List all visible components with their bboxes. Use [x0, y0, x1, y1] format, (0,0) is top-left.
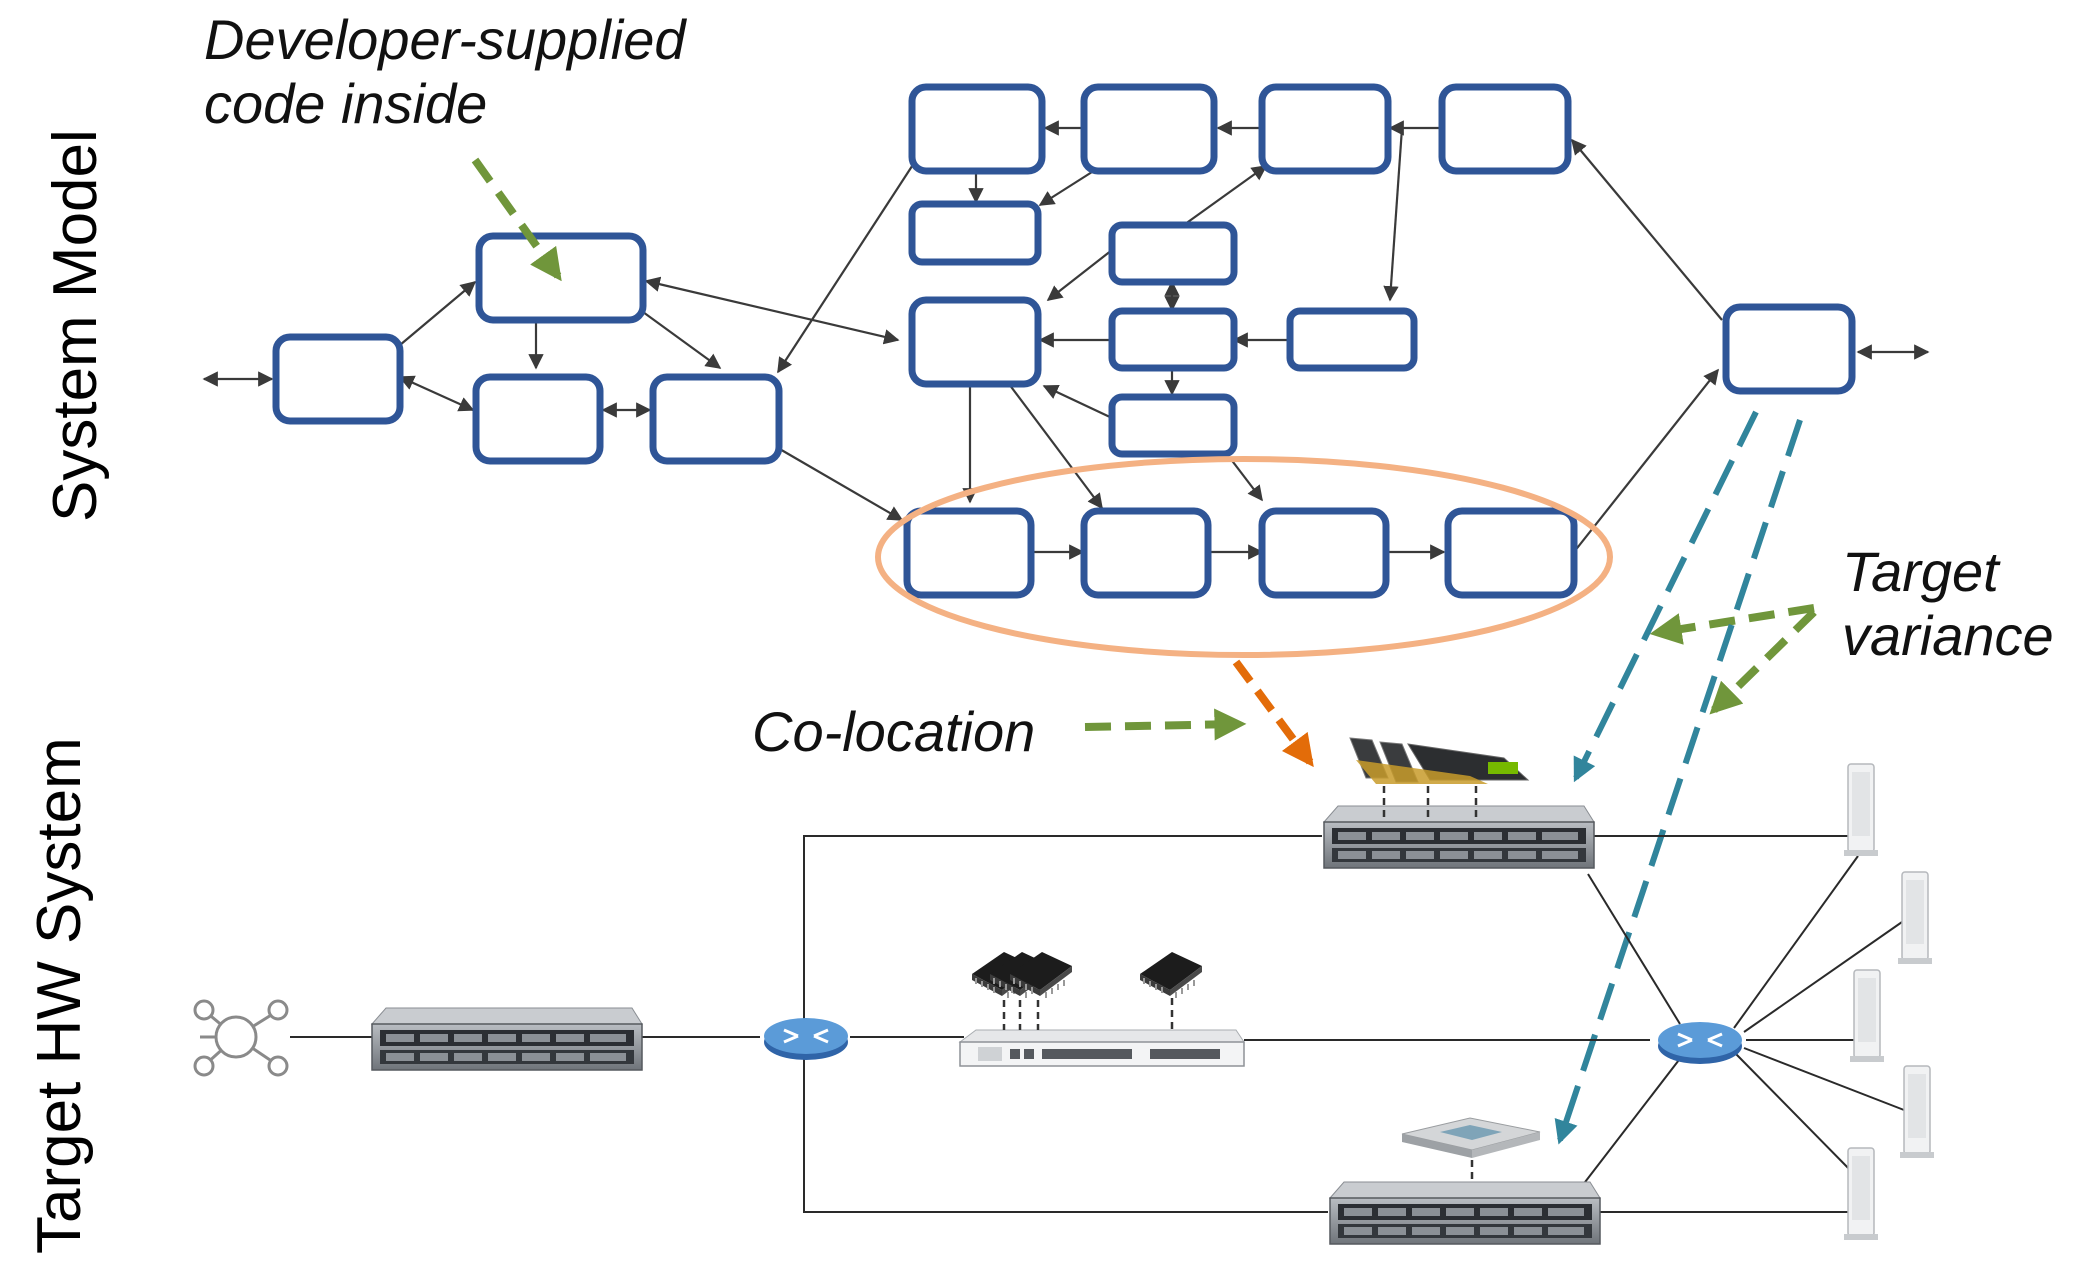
target-hw-system-label: Target HW System	[25, 737, 94, 1254]
target-variance-line2: variance	[1842, 604, 2054, 667]
developer-code-annotation: Developer-supplied code inside	[204, 8, 686, 136]
sensor-node-icon[interactable]	[1897, 871, 1933, 965]
component-node[interactable]	[1444, 507, 1578, 599]
edge	[777, 447, 904, 521]
rack-server-icon[interactable]	[371, 1007, 643, 1071]
component-node-small[interactable]	[1286, 307, 1418, 372]
edge	[1046, 249, 1113, 301]
component-node[interactable]	[1258, 83, 1392, 175]
component-node[interactable]	[1258, 507, 1390, 599]
router-icon[interactable]	[762, 1016, 850, 1062]
edge	[398, 375, 475, 412]
edge	[1383, 127, 1404, 302]
edge	[644, 276, 900, 345]
sensor-node-icon[interactable]	[1843, 763, 1879, 857]
target-variance-annotation: Target variance	[1842, 540, 2054, 668]
edge	[1042, 384, 1113, 419]
colocation-mapping-arrow	[1232, 659, 1314, 768]
system-model-graph	[202, 120, 1930, 560]
component-node[interactable]	[903, 507, 1035, 599]
system-model-label: System Model	[41, 129, 110, 522]
colocation-pointer-arrow	[1084, 708, 1247, 741]
fpga-chip-icon	[1401, 1117, 1541, 1180]
edge	[1173, 165, 1268, 233]
component-node[interactable]	[472, 373, 604, 465]
sensor-node-icon[interactable]	[1899, 1065, 1935, 1159]
network-switch-icon[interactable]	[958, 1029, 1245, 1067]
co-location-annotation: Co-location	[752, 700, 1036, 763]
hw-links	[290, 835, 1905, 1213]
gpu-card-icon	[1349, 737, 1530, 820]
component-node[interactable]	[649, 373, 783, 465]
component-node[interactable]	[475, 232, 647, 324]
target-variance-arrow-upper	[1649, 604, 1815, 645]
component-node[interactable]	[908, 296, 1042, 388]
router-icon[interactable]	[1656, 1020, 1744, 1066]
target-variance-line1: Target	[1842, 540, 1999, 603]
component-node[interactable]	[1080, 83, 1218, 175]
edge	[399, 281, 477, 346]
edge	[1573, 368, 1719, 553]
edge	[1229, 457, 1263, 502]
gpu-server-icon[interactable]	[1323, 805, 1595, 869]
fpga-server-icon[interactable]	[1329, 1181, 1601, 1245]
component-node-small[interactable]	[1108, 393, 1238, 458]
cpu-chips-icon	[971, 951, 1203, 1030]
component-node-small[interactable]	[908, 200, 1042, 266]
sensor-node-icon[interactable]	[1843, 1147, 1879, 1241]
network-hub-icon	[193, 999, 289, 1077]
component-node-small[interactable]	[1108, 307, 1238, 372]
mapping-arrow-to-gpu-server	[1573, 410, 1759, 783]
edge	[642, 311, 722, 369]
edge	[1038, 171, 1093, 206]
edge	[1571, 138, 1723, 321]
component-node[interactable]	[1722, 303, 1856, 395]
component-node-small[interactable]	[1108, 221, 1238, 286]
component-node[interactable]	[908, 83, 1046, 175]
target-variance-arrow-lower	[1709, 609, 1817, 715]
component-node[interactable]	[272, 333, 404, 425]
developer-code-line1: Developer-supplied	[204, 8, 686, 71]
edge	[777, 159, 917, 374]
edge	[1005, 379, 1103, 510]
component-node[interactable]	[1080, 507, 1212, 599]
sensor-node-icon[interactable]	[1849, 969, 1885, 1063]
component-node[interactable]	[1438, 83, 1572, 175]
developer-code-arrow	[471, 157, 562, 282]
developer-code-line2: code inside	[204, 72, 488, 135]
system-model-nodes	[272, 83, 1856, 599]
mapping-arrow-to-fpga-server	[1554, 419, 1803, 1145]
colocation-ellipse	[875, 456, 1613, 658]
